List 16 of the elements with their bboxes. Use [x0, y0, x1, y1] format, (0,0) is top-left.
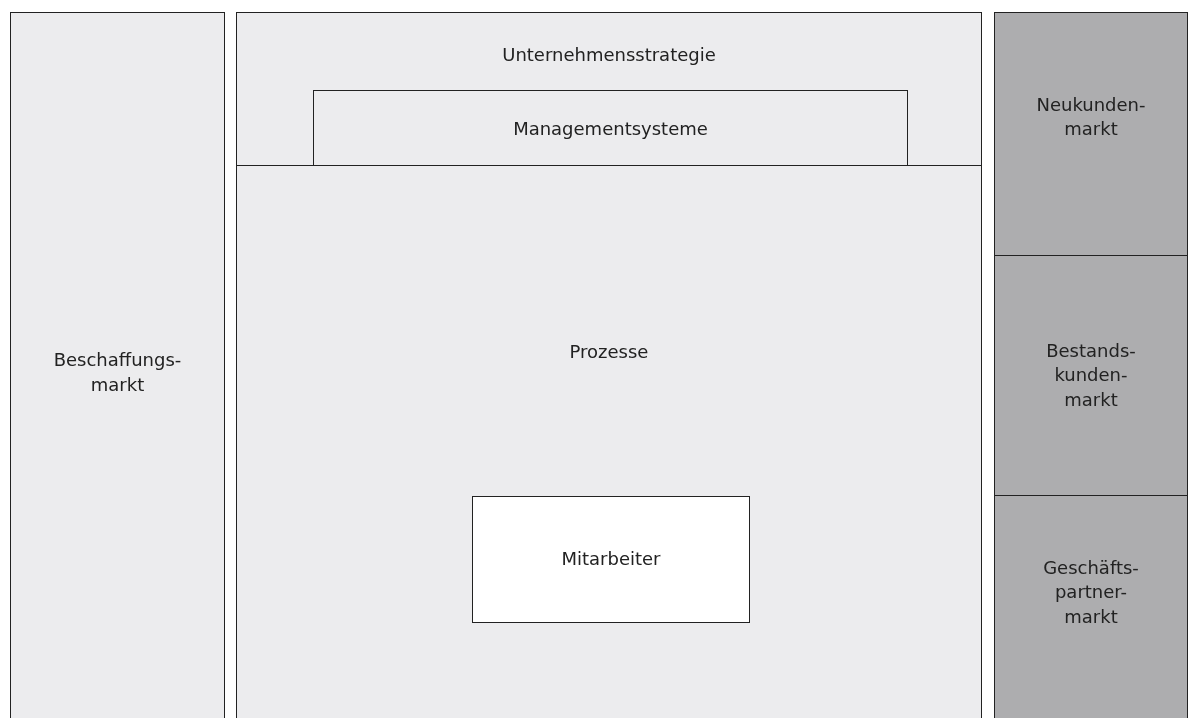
- text-box: [313, 90, 908, 167]
- box-label: Beschaffungs- markt: [53, 348, 182, 397]
- text-box: [236, 12, 982, 166]
- box-label: Geschäfts- partner- markt: [1043, 556, 1139, 629]
- text-box: [994, 495, 1188, 718]
- text-box: [236, 165, 982, 718]
- text-box: [994, 255, 1188, 496]
- text-box: [994, 12, 1188, 256]
- text-box: [10, 12, 225, 718]
- box-label: Unternehmensstrategie: [502, 43, 716, 67]
- box-label: Mitarbeiter: [561, 547, 661, 572]
- box-label: Prozesse: [569, 340, 649, 364]
- box-label: Bestands- kunden- markt: [1046, 339, 1136, 412]
- box-label: Managementsysteme: [513, 116, 708, 141]
- box-label: Neukunden- markt: [1036, 93, 1146, 142]
- text-box: [472, 496, 750, 623]
